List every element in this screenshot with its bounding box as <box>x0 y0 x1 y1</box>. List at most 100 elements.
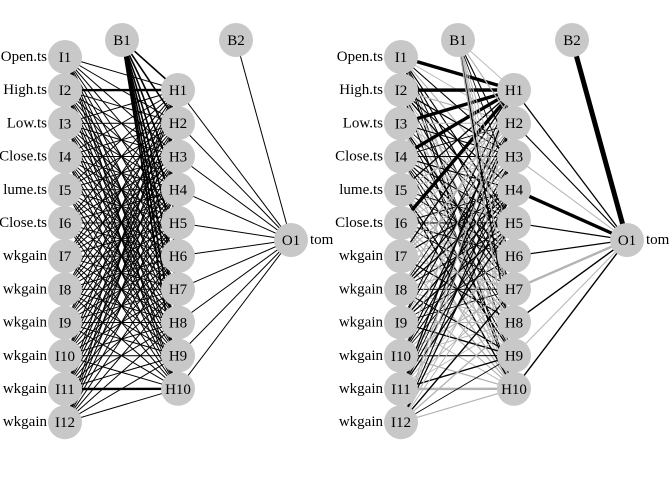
connection-b2-o1 <box>569 39 630 241</box>
connection-i5-h1 <box>64 89 179 191</box>
node-label: I5 <box>395 183 408 199</box>
node-label: H5 <box>505 216 523 232</box>
connection-h1-o1 <box>177 89 292 241</box>
node-circle <box>497 139 531 174</box>
node-circle <box>48 206 82 240</box>
node-label: B1 <box>449 33 467 49</box>
connection-h5-o1 <box>177 222 292 241</box>
node-h7: H7 <box>161 272 195 307</box>
input-variable-label: Low.ts <box>7 115 47 131</box>
node-label: I1 <box>59 50 72 66</box>
node-h1: H1 <box>161 73 195 107</box>
node-label: I6 <box>59 216 72 232</box>
input-variable-label: wkgain <box>339 248 384 264</box>
connection-i12-h9 <box>64 355 179 423</box>
node-label: I11 <box>55 382 74 398</box>
node-circle <box>384 139 418 174</box>
input-variable-label: High.ts <box>3 82 47 98</box>
connection-h1-o1 <box>513 89 628 241</box>
node-h10: H10 <box>497 371 531 406</box>
input-variable-label: Close.ts <box>335 215 383 231</box>
node-label: B2 <box>227 33 245 49</box>
node-circle <box>384 40 418 74</box>
node-circle <box>48 73 82 108</box>
node-circle <box>441 23 475 57</box>
node-label: I4 <box>59 150 72 166</box>
node-label: O1 <box>618 233 636 249</box>
node-label: H7 <box>505 282 524 298</box>
node-i1: I1 Open.ts <box>1 40 82 74</box>
node-circle <box>219 23 253 57</box>
node-h8: H8 <box>161 305 195 340</box>
node-label: H3 <box>169 149 187 165</box>
node-b1: B1 <box>441 23 475 57</box>
input-variable-label: Close.ts <box>0 215 47 231</box>
node-label: I1 <box>395 50 408 66</box>
connection-i5-h1 <box>400 89 515 191</box>
node-label: I11 <box>391 382 410 398</box>
connection-h3-o1 <box>513 155 628 241</box>
node-circle <box>497 305 531 340</box>
input-variable-label: wkgain <box>339 348 384 364</box>
input-variable-label: Open.ts <box>1 49 47 65</box>
connection-i10-h1 <box>64 89 179 356</box>
node-label: I6 <box>395 216 408 232</box>
input-variable-label: wkgain <box>339 381 384 397</box>
connection-h10-o1 <box>513 239 628 390</box>
node-circle <box>161 106 195 141</box>
connection-h2-o1 <box>177 122 292 241</box>
connection-i12-h5 <box>64 222 179 423</box>
node-circle <box>384 272 418 307</box>
connection-h6-o1 <box>513 239 628 257</box>
node-circle <box>48 172 82 207</box>
input-variable-label: wkgain <box>3 315 48 331</box>
node-h8: H8 <box>497 305 531 340</box>
node-h9: H9 <box>497 338 531 373</box>
connection-i12-h6 <box>64 255 179 423</box>
node-label: H4 <box>169 183 188 199</box>
node-i11: I11 wkgain <box>339 372 418 406</box>
connection-i12-h6 <box>400 255 515 423</box>
node-circle <box>161 272 195 307</box>
node-circle <box>48 106 82 141</box>
connection-h8-o1 <box>177 239 292 323</box>
node-circle <box>384 405 418 440</box>
node-h4: H4 <box>497 172 531 207</box>
node-circle <box>274 223 308 257</box>
connection-h4-o1 <box>513 188 628 242</box>
node-label: I10 <box>391 349 411 365</box>
connection-i9-h1 <box>64 89 179 323</box>
node-circle <box>105 23 139 57</box>
node-circle <box>161 239 195 273</box>
node-circle <box>384 106 418 141</box>
connection-i12-h3 <box>64 156 179 423</box>
connection-h2-o1 <box>513 122 628 241</box>
node-label: I2 <box>395 83 408 99</box>
connection-i9-h1 <box>400 89 515 323</box>
node-label: H7 <box>169 282 188 298</box>
node-h5: H5 <box>497 205 531 240</box>
node-label: I8 <box>395 282 408 298</box>
node-circle <box>384 305 418 340</box>
connection-i12-h1 <box>64 89 179 423</box>
node-label: I7 <box>59 249 72 265</box>
input-variable-label: wkgain <box>339 414 384 430</box>
connection-i12-h9 <box>400 355 515 423</box>
node-label: I3 <box>59 116 72 132</box>
connection-h10-o1 <box>177 239 292 390</box>
node-circle <box>161 305 195 340</box>
connection-i8-h1 <box>64 89 179 290</box>
node-label: H2 <box>505 116 523 132</box>
connection-i12-h1 <box>400 89 515 423</box>
node-h2: H2 <box>161 106 195 141</box>
